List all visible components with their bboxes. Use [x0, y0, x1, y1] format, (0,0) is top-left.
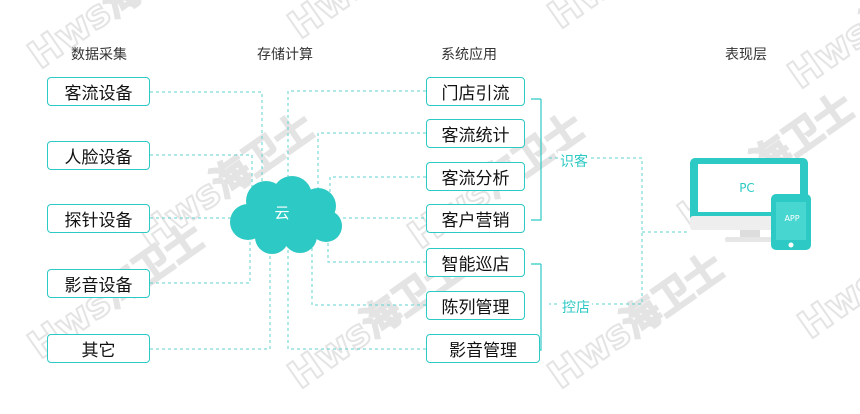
app-box: 智能巡店	[426, 248, 525, 277]
app-box: 客户营销	[426, 204, 525, 233]
source-box: 人脸设备	[47, 141, 150, 170]
app-box: 客流分析	[426, 162, 525, 191]
app-box: 影音管理	[426, 334, 540, 363]
connector-source-1	[150, 91, 263, 188]
source-box: 影音设备	[47, 269, 150, 298]
connector-app-3	[329, 176, 426, 205]
connector-source-4	[150, 236, 251, 284]
cloud-label: 云	[274, 204, 290, 222]
connector-source-2	[150, 154, 253, 192]
connector-app-7	[287, 242, 426, 350]
group-label-recognize: 识客	[558, 151, 590, 171]
pc-label: PC	[739, 181, 755, 195]
app-label: APP	[784, 214, 800, 223]
source-box: 探针设备	[47, 204, 150, 233]
connector-app-2	[317, 132, 426, 195]
bracket-recognize	[531, 98, 542, 221]
connector-app-6	[311, 236, 426, 306]
source-box: 其它	[47, 334, 150, 363]
heading-system-apps: 系统应用	[441, 47, 497, 63]
connector-source-5	[150, 242, 271, 350]
heading-presentation: 表现层	[725, 47, 767, 63]
app-phone-icon	[771, 194, 811, 250]
connector-group-recognize	[549, 157, 643, 305]
heading-data-collection: 数据采集	[71, 47, 127, 63]
connector-app-5	[327, 232, 426, 263]
app-box: 客流统计	[426, 119, 525, 148]
app-box: 门店引流	[426, 77, 525, 106]
connector-app-1	[287, 90, 426, 188]
cloud-icon	[230, 176, 342, 254]
heading-storage-compute: 存储计算	[257, 47, 313, 63]
source-box: 客流设备	[47, 77, 150, 106]
app-box: 陈列管理	[426, 291, 525, 320]
group-label-control: 控店	[560, 297, 592, 317]
